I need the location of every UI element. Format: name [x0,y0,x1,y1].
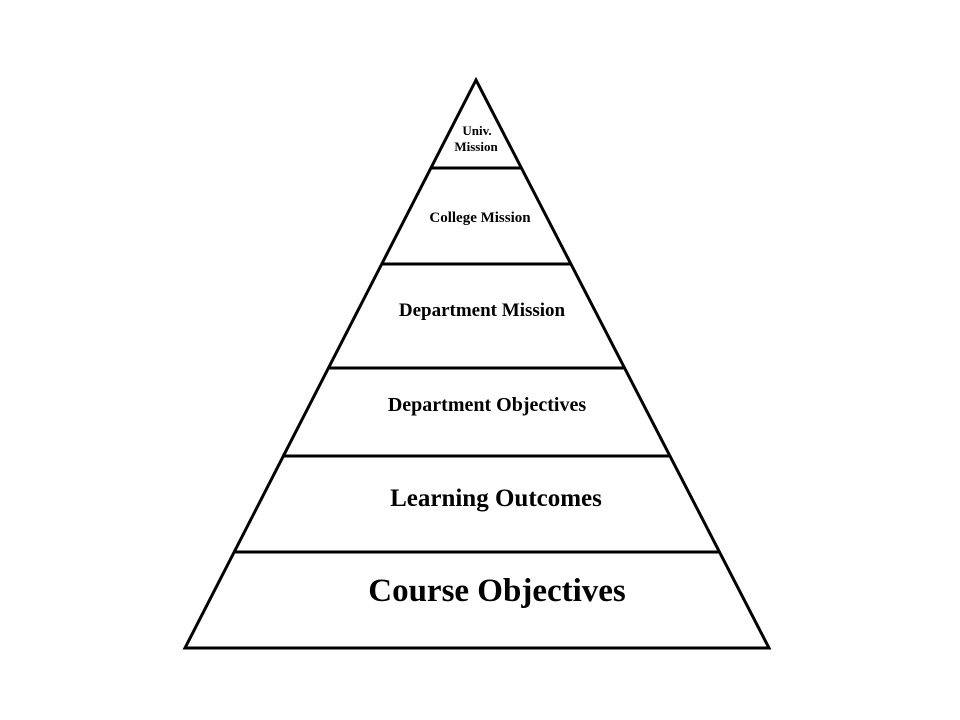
pyramid-outline [182,76,772,650]
level-college-mission: College Mission [429,210,531,226]
level-course-objectives: Course Objectives [368,573,626,609]
level-department-mission: Department Mission [399,300,566,321]
level-learning-outcomes: Learning Outcomes [390,485,602,512]
level-univ-mission-line1: Univ. [462,123,491,138]
level-univ-mission-line2: Mission [454,139,498,154]
level-department-objectives: Department Objectives [388,394,586,416]
